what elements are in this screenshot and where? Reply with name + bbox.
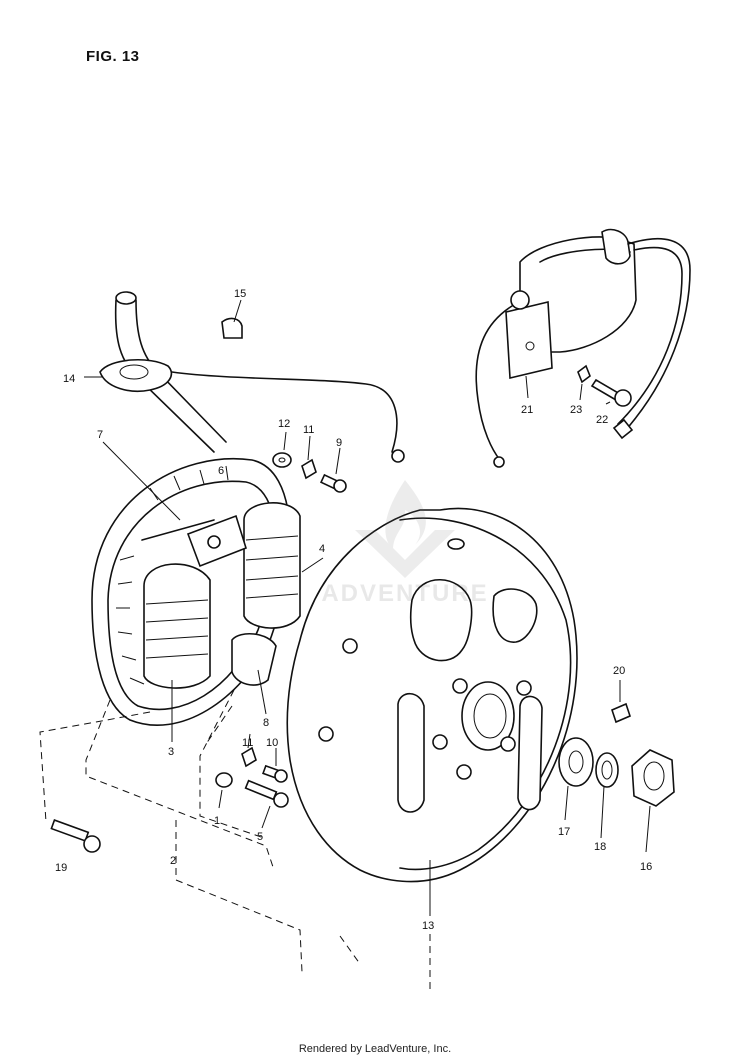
callout-8: 8: [263, 717, 269, 729]
lock-washer-11-lower: [241, 746, 257, 768]
condenser-8: [231, 633, 277, 686]
callout-11-upper: 11: [303, 424, 314, 436]
washer-17: [558, 737, 594, 787]
rotor-flywheel-13: [286, 507, 578, 883]
washer-12: [272, 452, 292, 468]
callout-1: 1: [214, 815, 220, 827]
ignition-coil: [475, 228, 691, 468]
callout-12: 12: [278, 418, 290, 430]
callout-7: 7: [97, 429, 103, 441]
callout-2: 2: [170, 855, 176, 867]
nut-16: [631, 749, 675, 807]
callout-9: 9: [336, 437, 342, 449]
callout-4: 4: [319, 543, 325, 555]
callout-3: 3: [168, 746, 174, 758]
coil-4: [243, 502, 301, 629]
lead-wire-with-grommet: [99, 291, 405, 463]
footer-credit: Rendered by LeadVenture, Inc.: [298, 1043, 452, 1055]
callout-6: 6: [218, 465, 224, 477]
callout-13: 13: [422, 920, 434, 932]
callout-22: 22: [596, 414, 608, 426]
screw-19: [50, 819, 101, 853]
screw-5: [244, 779, 289, 808]
callout-17: 17: [558, 826, 570, 838]
callout-19: 19: [55, 862, 67, 874]
coil-3: [143, 563, 211, 689]
callout-11-lower: 11: [242, 737, 253, 749]
contact-breaker-7: [186, 514, 247, 568]
callout-16: 16: [640, 861, 652, 873]
clamp-15: [221, 317, 243, 339]
callout-10: 10: [266, 737, 278, 749]
key-20: [611, 702, 631, 724]
assembly-dashed-lines: [39, 689, 431, 990]
callout-23: 23: [570, 404, 582, 416]
leader-lines: [84, 299, 651, 916]
figure-title: FIG. 13: [86, 48, 140, 65]
callout-18: 18: [594, 841, 606, 853]
callout-21: 21: [521, 404, 533, 416]
callout-5: 5: [257, 831, 263, 843]
screw-22: [590, 378, 632, 407]
callouts: 1 2 3 4 5 6 7 8 9 10 11 11 12 13 14 15 1…: [55, 288, 652, 932]
lock-washer-18: [595, 752, 619, 788]
callout-15: 15: [234, 288, 246, 300]
screw-9: [319, 473, 347, 493]
callout-14: 14: [63, 373, 75, 385]
callout-20: 20: [613, 665, 625, 677]
screw-10: [262, 764, 288, 783]
washer-1: [215, 772, 233, 788]
washer-23: [577, 364, 591, 384]
lock-washer-11-upper: [301, 458, 317, 480]
